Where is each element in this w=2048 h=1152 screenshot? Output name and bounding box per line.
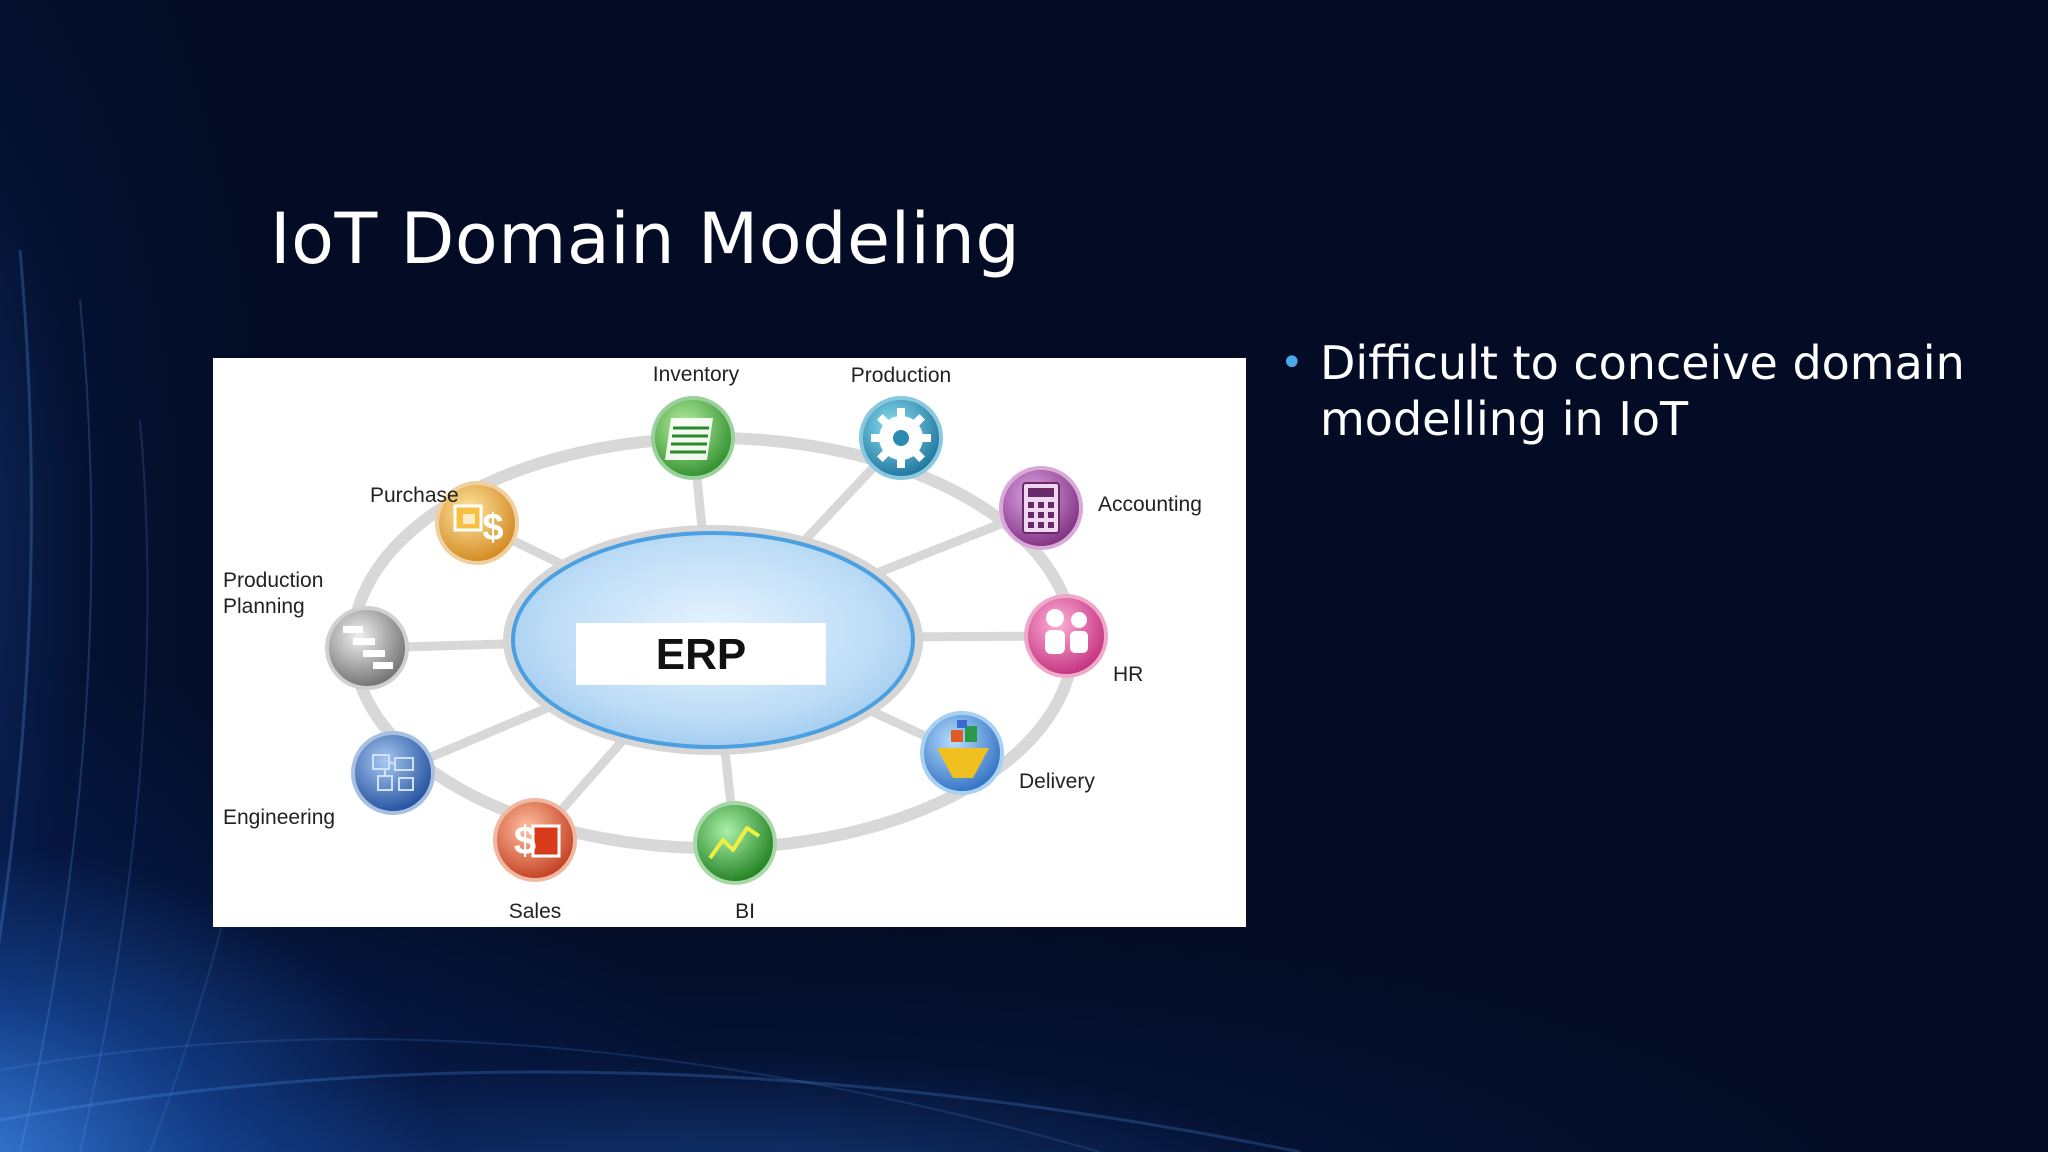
- erp-diagram: ERP Inventory: [213, 358, 1246, 927]
- trend-chart-icon: [708, 826, 761, 860]
- node-label-bi: BI: [735, 900, 755, 923]
- cart-dollar-icon: $: [453, 504, 504, 549]
- slide-title: IoT Domain Modeling: [270, 198, 1021, 280]
- erp-hub: ERP: [503, 525, 923, 755]
- node-label-purchase: Purchase: [370, 484, 459, 507]
- node-label-delivery: Delivery: [1019, 770, 1095, 793]
- svg-text:$: $: [514, 819, 536, 863]
- node-production: Production: [851, 364, 951, 480]
- node-label-hr: HR: [1113, 663, 1143, 686]
- node-bi: BI: [693, 801, 777, 923]
- bullet-list: • Difficult to conceive domain modelling…: [1280, 335, 1980, 447]
- svg-text:$: $: [482, 507, 503, 549]
- gantt-steps-icon: [343, 626, 393, 669]
- node-label-production: Production: [851, 364, 951, 387]
- delivery-ship-icon: [937, 720, 989, 778]
- node-inventory: Inventory: [651, 363, 740, 480]
- erp-label: ERP: [656, 630, 746, 679]
- node-production-planning: Production Planning: [223, 569, 409, 690]
- blueprint-icon: [372, 754, 414, 791]
- node-label-inventory: Inventory: [653, 363, 740, 386]
- node-accounting: Accounting: [999, 466, 1202, 550]
- node-hr: HR: [1024, 594, 1143, 686]
- node-label-sales: Sales: [509, 900, 562, 923]
- node-label-accounting: Accounting: [1098, 493, 1202, 516]
- node-engineering: Engineering: [223, 731, 435, 829]
- dollar-box-icon: $: [514, 819, 561, 863]
- bullet-dot-icon: •: [1280, 340, 1304, 386]
- node-purchase: $ Purchase: [370, 481, 519, 565]
- calculator-icon: [1022, 482, 1060, 534]
- people-icon: [1045, 609, 1088, 654]
- node-sales: $ Sales: [493, 798, 577, 923]
- bullet-text: Difficult to conceive domain modelling i…: [1320, 336, 1965, 446]
- bullet-item: • Difficult to conceive domain modelling…: [1280, 335, 1980, 447]
- node-label-engineering: Engineering: [223, 806, 335, 829]
- inventory-sheet-icon: [665, 418, 713, 460]
- node-label-production-planning: Production Planning: [223, 569, 329, 618]
- gear-icon: [871, 408, 931, 468]
- node-delivery: Delivery: [920, 711, 1095, 795]
